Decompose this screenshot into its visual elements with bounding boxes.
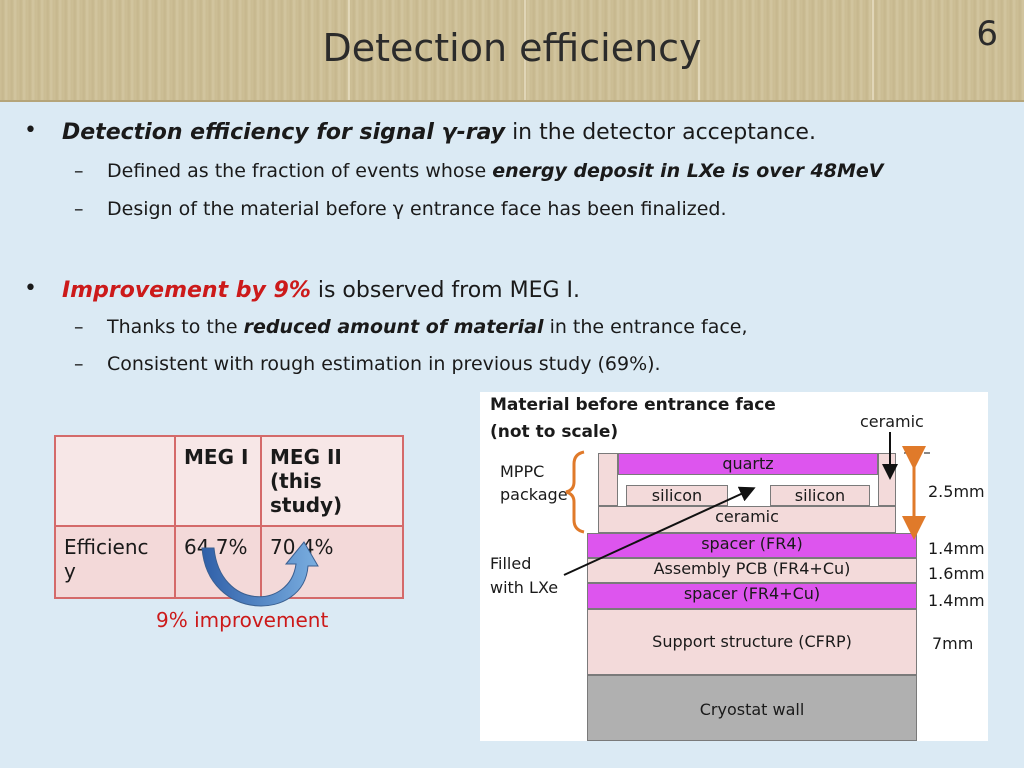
sub-bullet-text: Thanks to the <box>107 316 244 338</box>
efficiency-table: MEG I MEG II (this study) Efficienc y 64… <box>54 435 404 599</box>
mppc-label: package <box>500 485 568 504</box>
diagram-title: Material before entrance face <box>490 395 776 415</box>
page-number: 6 <box>976 14 998 54</box>
layer-support: Support structure (CFRP) <box>587 609 917 675</box>
dimension-label: 7mm <box>932 634 974 653</box>
dash: – <box>74 316 84 338</box>
layer-silicon: silicon <box>770 485 870 506</box>
table-header-cell: MEG I <box>174 435 262 527</box>
sub-bullet-emphasis: energy deposit in LXe is over 48MeV <box>492 160 884 182</box>
ceramic-label: ceramic <box>860 412 924 431</box>
bullet-improvement: Improvement by 9% is observed from MEG I… <box>62 278 580 303</box>
table-header-cell: MEG II (this study) <box>260 435 404 527</box>
bullet-text: is observed from MEG I. <box>310 278 581 303</box>
layer-silicon: silicon <box>626 485 728 506</box>
layer-spacer: spacer (FR4) <box>587 533 917 558</box>
bullet-emphasis: Detection efficiency for signal γ-ray <box>62 120 506 145</box>
layer-spacer-cu: spacer (FR4+Cu) <box>587 583 917 609</box>
table-row: Efficienc y 64.7% 70.4% <box>54 525 404 599</box>
diagram-subtitle: (not to scale) <box>490 422 619 442</box>
package-wall-left <box>598 453 618 506</box>
dimension-label: 1.6mm <box>928 564 985 583</box>
sub-bullet-defined: Defined as the fraction of events whose … <box>107 160 884 182</box>
layer-ceramic: ceramic <box>598 506 896 533</box>
sub-bullet-design: Design of the material before γ entrance… <box>107 198 727 220</box>
material-diagram: Material before entrance face (not to sc… <box>480 392 988 741</box>
dimension-label: 2.5mm <box>928 482 985 501</box>
table-header-row: MEG I MEG II (this study) <box>54 435 404 527</box>
bullet-detection: Detection efficiency for signal γ-ray in… <box>62 120 816 145</box>
sub-bullet-thanks: Thanks to the reduced amount of material… <box>107 316 748 338</box>
improvement-arrow-icon <box>201 541 319 607</box>
table-header-cell <box>54 435 176 527</box>
layer-cryostat: Cryostat wall <box>587 675 917 741</box>
sub-bullet-consistent: Consistent with rough estimation in prev… <box>107 353 661 375</box>
bullet-emphasis: Improvement by 9% <box>62 278 311 303</box>
dash: – <box>74 353 84 375</box>
table-row-label: Efficienc y <box>54 525 176 599</box>
layer-quartz: quartz <box>618 453 878 475</box>
header-seam <box>524 0 526 100</box>
slide-title: Detection efficiency <box>322 26 702 70</box>
dimension-label: 1.4mm <box>928 591 985 610</box>
bullet-dot: • <box>24 118 37 143</box>
sub-bullet-text: in the entrance face, <box>543 316 748 338</box>
lxe-label: Filled <box>490 554 532 573</box>
layer-pcb: Assembly PCB (FR4+Cu) <box>587 558 917 583</box>
table-cell: 70.4% <box>260 525 404 599</box>
sub-bullet-emphasis: reduced amount of material <box>243 316 544 338</box>
lxe-label: with LXe <box>490 578 559 597</box>
title-bar: Detection efficiency 6 <box>0 0 1024 102</box>
bullet-text: in the detector acceptance. <box>505 120 816 145</box>
diagram-annotations-icon <box>563 432 932 576</box>
header-seam <box>348 0 350 100</box>
improvement-label: 9% improvement <box>156 608 329 632</box>
dimension-label: 1.4mm <box>928 539 985 558</box>
sub-bullet-text: Defined as the fraction of events whose <box>107 160 493 182</box>
header-seam <box>872 0 874 100</box>
header-seam <box>698 0 700 100</box>
dash: – <box>74 198 84 220</box>
mppc-label: MPPC <box>500 462 545 481</box>
dash: – <box>74 160 84 182</box>
bullet-dot: • <box>24 276 37 301</box>
